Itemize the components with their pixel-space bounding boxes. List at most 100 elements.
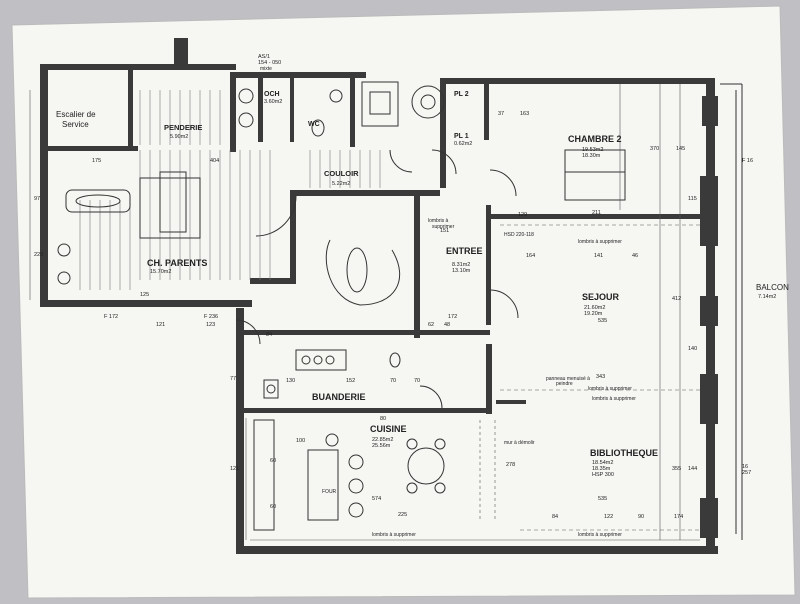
dim-355: 355 (672, 466, 681, 472)
dim-125: 125 (140, 292, 149, 298)
room-pl1-area: 0.62m2 (454, 141, 472, 147)
dim-175: 175 (92, 158, 101, 164)
dim-141: 141 (594, 253, 603, 259)
dim-48: 48 (444, 322, 450, 328)
header-code: AS/1 (258, 54, 270, 60)
dim-130: 130 (286, 378, 295, 384)
note-peindre: peindre (556, 381, 573, 387)
outer-walls (40, 38, 718, 554)
room-sejour-area2: 19.20m (584, 311, 603, 317)
room-buanderie: BUANDERIE (312, 392, 366, 402)
room-cuisine: CUISINE (370, 424, 407, 434)
dim-343: 343 (596, 374, 605, 380)
dim-121a: 121 (156, 322, 165, 328)
dim-412: 412 (672, 296, 681, 302)
header-sub2: mixte (260, 66, 272, 72)
room-entree-area2: 13.10m (452, 268, 471, 274)
room-och-area: 3.60m2 (264, 99, 282, 105)
dim-535a: 535 (598, 318, 607, 324)
window-lines (29, 84, 700, 541)
dim-60a: 60 (270, 458, 276, 464)
room-chparents: CH. PARENTS (147, 258, 207, 268)
dim-278: 278 (506, 462, 515, 468)
room-wc: WC (308, 121, 320, 128)
dim-404: 404 (210, 158, 219, 164)
note-lombris-biblio: lombris à supprimer (578, 532, 622, 538)
dim-174: 174 (674, 514, 683, 520)
room-chambre2: CHAMBRE 2 (568, 134, 622, 144)
toilet-icon (311, 119, 325, 137)
dim-145: 145 (676, 146, 685, 152)
washer-icon (361, 81, 399, 127)
dimension-labels: 175 404 163 37 129 211 164 141 46 343 53… (34, 111, 753, 520)
room-service: Service (62, 120, 89, 129)
note-supprimer-entree-1: supprimer (432, 224, 455, 230)
room-sejour-area1: 21.60m2 (584, 305, 605, 311)
dim-F236: F 236 (204, 314, 218, 320)
dim-163: 163 (520, 111, 529, 117)
dim-151: 151 (440, 228, 449, 234)
door-swings (235, 149, 519, 409)
dim-140: 140 (688, 346, 697, 352)
dim-115: 115 (688, 196, 697, 202)
dim-16: 16 (742, 464, 748, 470)
dim-211: 211 (592, 210, 601, 216)
room-cuisine-area1: 22.85m2 (372, 437, 393, 443)
room-couloir-area: 5.22m2 (332, 181, 350, 187)
note-lombris-cuisine: lombris à supprimer (372, 532, 416, 538)
dryer-icon (411, 85, 445, 119)
note-panneau: panneau menuisé à (546, 376, 590, 382)
note-hsd: HSD 220-118 (504, 232, 534, 238)
dim-225: 225 (398, 512, 407, 518)
dim-77: 77 (230, 376, 236, 382)
room-balcon: BALCON (756, 283, 789, 292)
header-sub: 154 - 050 (258, 60, 281, 66)
room-pl1: PL 1 (454, 133, 469, 140)
dim-144: 144 (688, 466, 697, 472)
note-demolir: mur à démolir (504, 440, 535, 446)
dim-257: 257 (742, 470, 751, 476)
dim-100: 100 (296, 438, 305, 444)
room-penderie: PENDERIE (164, 123, 202, 132)
dim-152: 152 (346, 378, 355, 384)
dim-84b: 84 (552, 514, 558, 520)
dim-F172: F 172 (104, 314, 118, 320)
sink-icon (57, 243, 71, 257)
room-chparents-area: 15.70m2 (150, 269, 171, 275)
dim-172: 172 (448, 314, 457, 320)
room-och: OCH (264, 91, 280, 98)
room-couloir: COULOIR (324, 169, 359, 178)
dim-164: 164 (526, 253, 535, 259)
room-biblio-area1: 18.54m2 (592, 460, 613, 466)
paper-sheet (12, 6, 795, 598)
dim-574: 574 (372, 496, 381, 502)
annotations: lombris à supprimer lombris à supprimer … (372, 218, 636, 538)
note-lombris-entree-1: lombris à (428, 218, 449, 224)
room-entree-area1: 8.31m2 (452, 262, 470, 268)
dim-37: 37 (498, 111, 504, 117)
room-chambre2-area2: 18.30m (582, 153, 601, 159)
dim-F16: F 16 (742, 158, 753, 164)
room-biblio-area2: 18.35m (592, 466, 611, 472)
dim-62: 62 (428, 322, 434, 328)
room-bibliotheque: BIBLIOTHEQUE (590, 448, 658, 458)
dim-123: 123 (206, 322, 215, 328)
dim-90: 90 (638, 514, 644, 520)
fixtures (57, 81, 626, 531)
room-pl2: PL 2 (454, 91, 469, 98)
room-four: FOUR (322, 489, 337, 495)
room-sejour: SEJOUR (582, 292, 620, 302)
room-cuisine-area2: 25.56m (372, 443, 391, 449)
dim-129: 129 (518, 212, 527, 218)
note-lombris-sejour-1: lombris à supprimer (588, 386, 632, 392)
note-lombris-chambre: lombris à supprimer (578, 239, 622, 245)
room-escalier: Escalier de (56, 110, 96, 119)
room-labels: Escalier de Service PENDERIE 5.90m2 OCH … (56, 91, 789, 495)
interior-walls (46, 70, 710, 414)
bathtub-icon (65, 189, 131, 213)
dim-220: 220 (34, 252, 43, 258)
dim-60b: 60 (270, 504, 276, 510)
dim-121b: 121 (230, 466, 239, 472)
